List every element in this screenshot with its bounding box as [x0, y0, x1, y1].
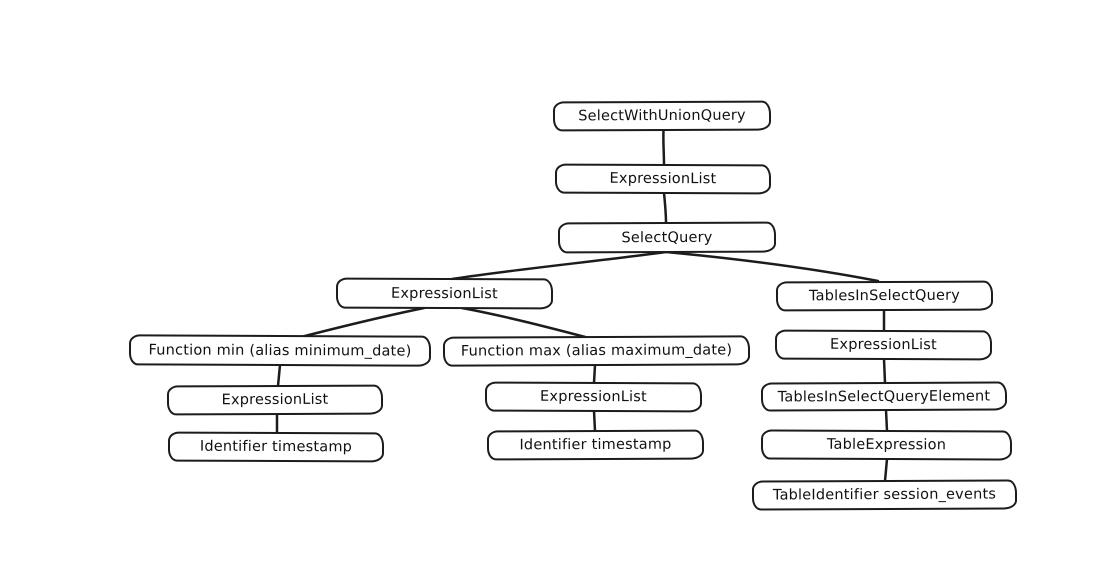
edge-function-max-to-expression-list-max — [592, 363, 597, 385]
edge-expression-list-max-to-identifier-timestamp-mid — [592, 409, 597, 433]
edge-select-query-to-tables-in-select-query — [664, 250, 880, 283]
node-expression-list-left: ExpressionList — [335, 277, 554, 310]
edge-select-with-union-query-to-expression-list-top — [662, 128, 666, 167]
edge-table-expression-to-table-identifier — [883, 457, 889, 483]
node-expression-list-right: ExpressionList — [774, 329, 993, 361]
edge-function-min-to-expression-list-min — [276, 363, 282, 388]
node-select-query: SelectQuery — [557, 221, 777, 254]
node-identifier-timestamp-left: Identifier timestamp — [167, 431, 385, 463]
node-function-min: Function min (alias minimum_date) — [128, 334, 432, 367]
node-function-max: Function max (alias maximum_date) — [442, 335, 751, 367]
node-table-identifier-session-events: TableIdentifier session_events — [751, 479, 1018, 511]
node-tables-in-select-query: TablesInSelectQuery — [775, 280, 994, 312]
node-table-expression: TableExpression — [760, 429, 1013, 461]
node-expression-list-top: ExpressionList — [554, 163, 772, 195]
node-tables-in-select-query-element: TablesInSelectQueryElement — [760, 381, 1008, 412]
node-select-with-union-query: SelectWithUnionQuery — [552, 100, 772, 132]
edge-tables-in-select-query-element-to-table-expression — [884, 408, 889, 433]
edge-select-query-to-expression-list-left — [450, 250, 668, 281]
node-expression-list-max: ExpressionList — [484, 381, 703, 413]
edge-expression-list-left-to-function-min — [299, 306, 426, 339]
node-expression-list-min: ExpressionList — [166, 384, 384, 416]
edge-expression-list-right-to-tables-in-select-query-element — [882, 357, 887, 385]
node-identifier-timestamp-mid: Identifier timestamp — [486, 429, 705, 461]
edge-expression-list-top-to-select-query — [662, 191, 668, 225]
edge-expression-list-left-to-function-max — [460, 306, 591, 340]
